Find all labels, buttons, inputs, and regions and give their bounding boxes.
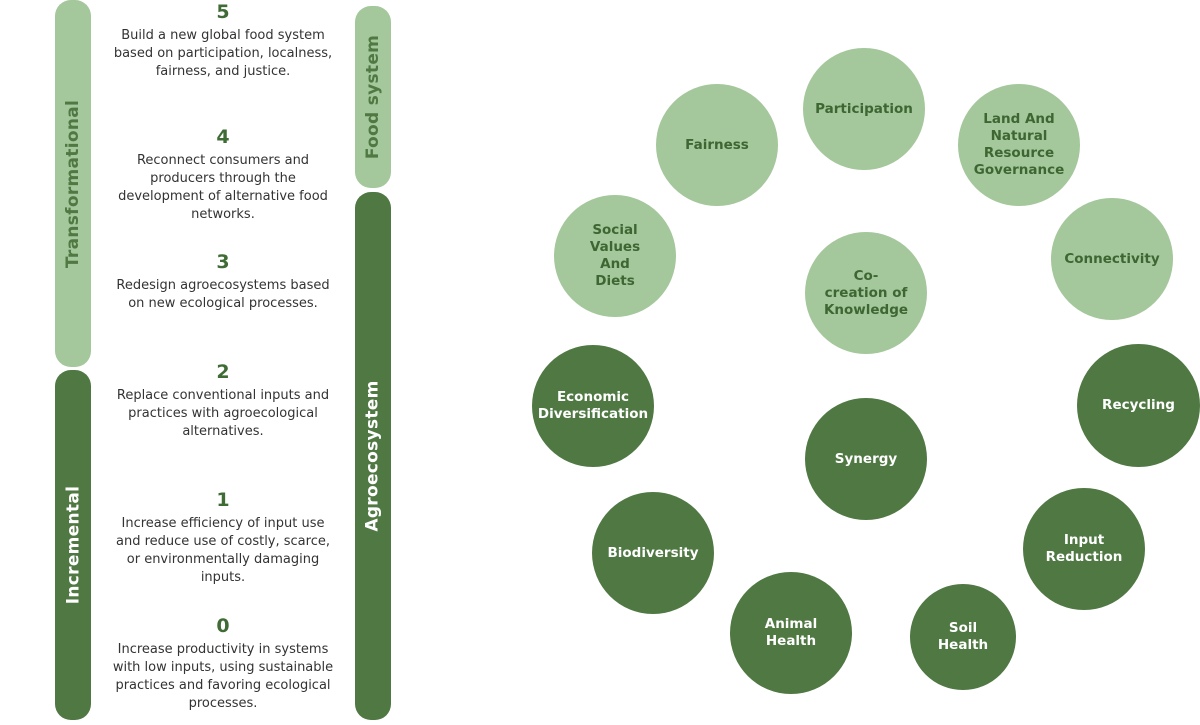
incremental-bar: Incremental <box>55 370 91 720</box>
principle-animal-health: Animal Health <box>730 572 852 694</box>
principle-synergy: Synergy <box>805 398 927 520</box>
level-number: 5 <box>216 1 230 23</box>
level-1: 1 Increase efficiency of input use and r… <box>108 490 338 587</box>
principle-land-governance: Land And Natural Resource Governance <box>958 84 1080 206</box>
level-2: 2 Replace conventional inputs and practi… <box>108 362 338 441</box>
level-number: 1 <box>216 489 230 511</box>
principle-recycling: Recycling <box>1077 344 1200 467</box>
level-number: 0 <box>216 615 230 637</box>
level-number: 4 <box>216 126 230 148</box>
food-system-bar: Food system <box>355 6 391 188</box>
level-4: 4 Reconnect consumers and producers thro… <box>108 127 338 224</box>
level-description: Increase efficiency of input use and red… <box>116 516 330 585</box>
level-0: 0 Increase productivity in systems with … <box>108 616 338 713</box>
principle-input-reduction: Input Reduction <box>1023 488 1145 610</box>
principle-social-values: Social Values And Diets <box>554 195 676 317</box>
transformational-bar: Transformational <box>55 0 91 367</box>
principle-fairness: Fairness <box>656 84 778 206</box>
principle-biodiversity: Biodiversity <box>592 492 714 614</box>
level-description: Redesign agroecosystems based on new eco… <box>116 278 330 311</box>
principle-co-creation: Co-creation of Knowledge <box>805 232 927 354</box>
level-description: Increase productivity in systems with lo… <box>112 642 334 711</box>
incremental-label: Incremental <box>63 485 83 605</box>
principle-participation: Participation <box>803 48 925 170</box>
level-description: Replace conventional inputs and practice… <box>116 388 330 439</box>
principle-economic-diversification: Economic Diversification <box>532 345 654 467</box>
agroecosystem-label: Agroecosystem <box>363 380 384 532</box>
transformational-label: Transformational <box>63 99 84 268</box>
level-number: 2 <box>216 361 230 383</box>
level-5: 5 Build a new global food system based o… <box>108 2 338 81</box>
level-description: Build a new global food system based on … <box>113 28 333 79</box>
level-number: 3 <box>216 251 230 273</box>
food-system-label: Food system <box>363 34 384 160</box>
principle-connectivity: Connectivity <box>1051 198 1173 320</box>
level-3: 3 Redesign agroecosystems based on new e… <box>108 252 338 313</box>
agroecosystem-bar: Agroecosystem <box>355 192 391 720</box>
level-description: Reconnect consumers and producers throug… <box>118 153 328 222</box>
principle-soil-health: Soil Health <box>910 584 1016 690</box>
